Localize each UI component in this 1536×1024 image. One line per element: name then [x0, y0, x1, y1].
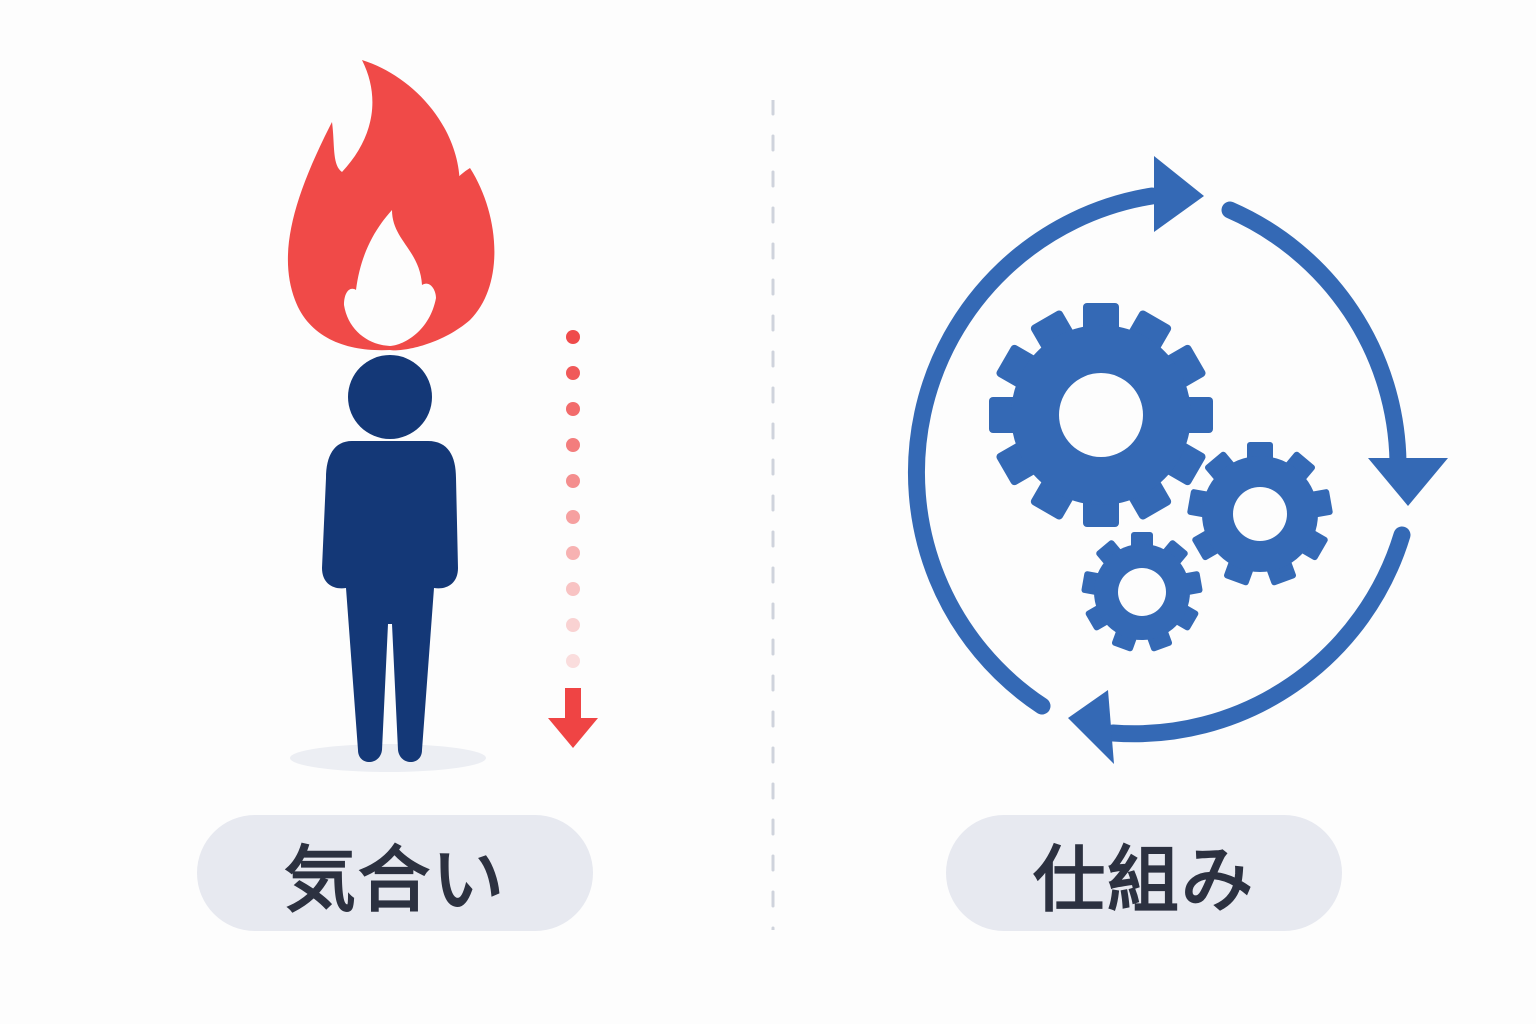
cycle-arc-right	[1221, 201, 1407, 471]
medium-gear	[1187, 442, 1333, 586]
center-divider	[771, 100, 775, 930]
system-label: 仕組み	[946, 815, 1342, 931]
cycle-arc-bottom	[1104, 526, 1411, 743]
cycle-arc-left	[907, 187, 1161, 715]
willpower-panel: 気合い	[197, 60, 598, 931]
system-panel: 仕組み	[768, 0, 1536, 1024]
system-illustration	[907, 156, 1448, 764]
willpower-label: 気合い	[197, 815, 593, 931]
declining-dots	[566, 330, 580, 668]
person-shadow	[290, 744, 486, 772]
flame-icon	[287, 60, 495, 351]
person-head	[348, 355, 432, 439]
cycle-arrows-icon	[907, 187, 1411, 743]
person-icon	[290, 355, 486, 772]
small-gear	[1081, 532, 1203, 652]
down-arrow-icon	[548, 688, 598, 748]
cycle-arrowheads	[1068, 156, 1448, 764]
gears-icon	[989, 303, 1333, 652]
large-gear	[989, 303, 1213, 527]
person-body	[322, 441, 458, 762]
willpower-illustration	[287, 60, 598, 772]
